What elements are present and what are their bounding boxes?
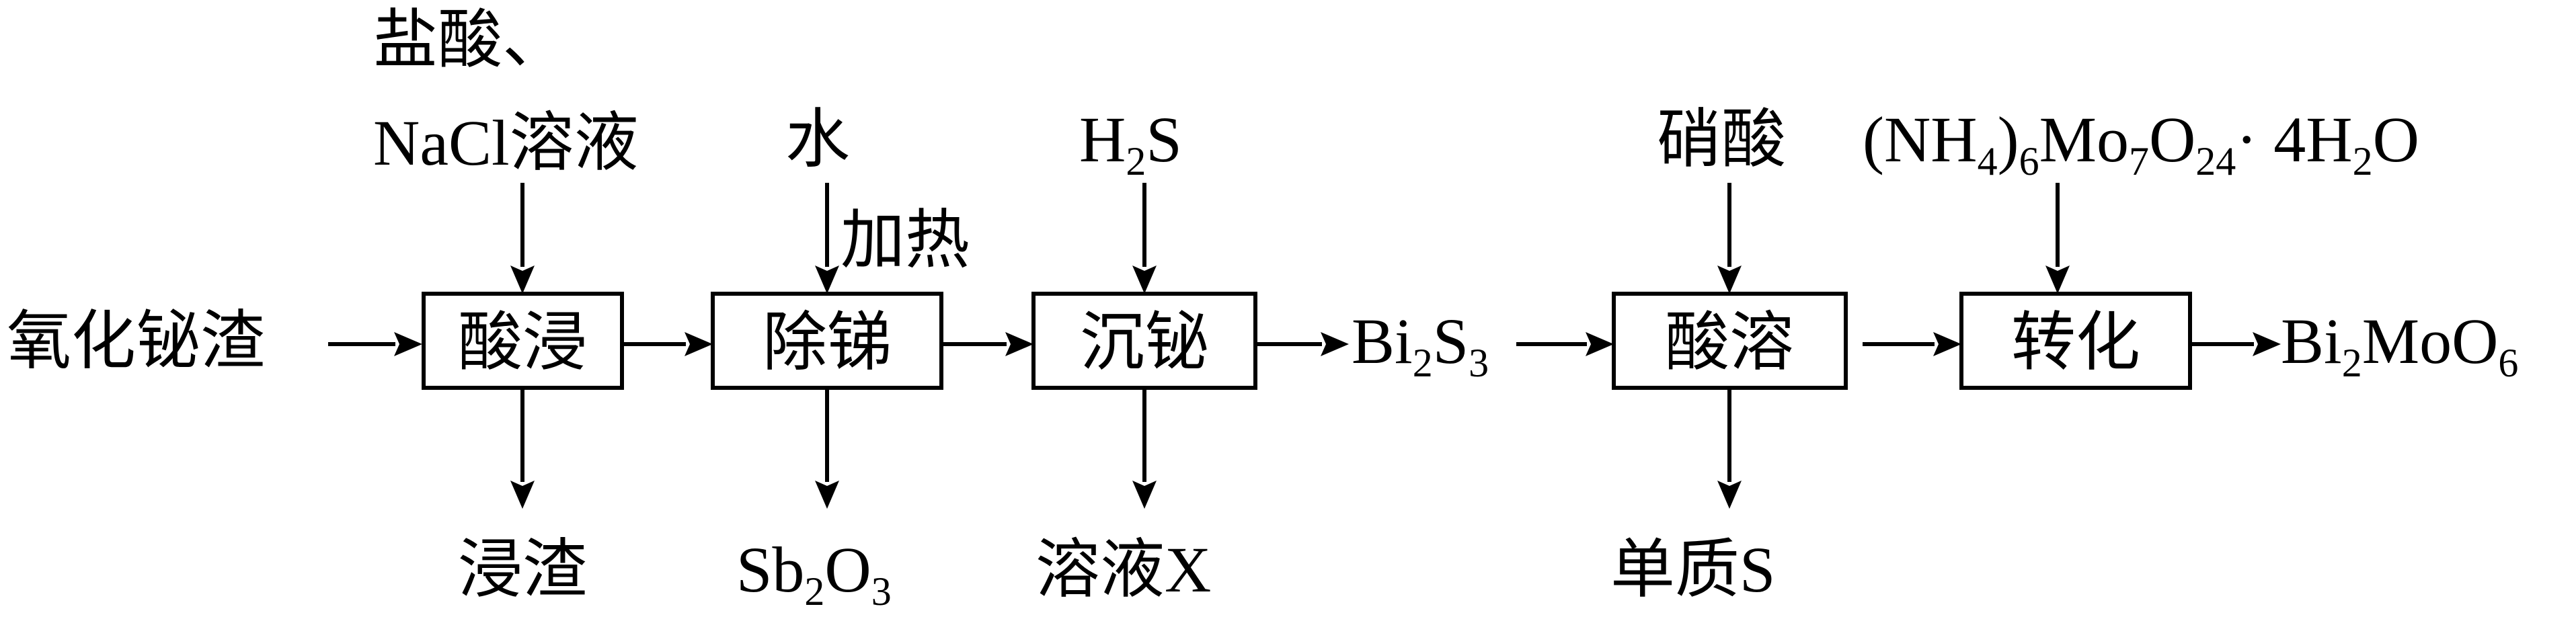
arrow-reagent-into-convert bbox=[2045, 183, 2070, 294]
input-h2s-label: H2S bbox=[1079, 104, 1182, 183]
input-nitric-acid-label: 硝酸 bbox=[1657, 104, 1786, 175]
step-convert-label: 转化 bbox=[2011, 306, 2140, 378]
step-acid-leach: 酸浸 bbox=[422, 292, 624, 390]
arrow-precip-to-bi2s3 bbox=[1255, 332, 1349, 356]
step-convert: 转化 bbox=[1959, 292, 2192, 390]
start-material-label: 氧化铋渣 bbox=[7, 305, 265, 377]
step-precip-bi-label: 沉铋 bbox=[1080, 306, 1209, 378]
arrow-leach-to-residue bbox=[510, 388, 535, 509]
step-precip-bi: 沉铋 bbox=[1031, 292, 1257, 390]
input-water-label: 水 bbox=[785, 104, 850, 175]
output-sb2o3-label: Sb2O3 bbox=[736, 534, 892, 614]
output-residue-label: 浸渣 bbox=[458, 534, 587, 606]
arrow-dissolve-to-sulfur bbox=[1717, 388, 1742, 509]
arrow-bi2s3-to-dissolve bbox=[1516, 332, 1614, 356]
arrow-remove-sb-to-precip bbox=[941, 332, 1033, 356]
arrow-remove-sb-to-sb2o3 bbox=[815, 388, 839, 509]
arrow-h2s-into-precip bbox=[1132, 183, 1157, 294]
arrow-start-to-leach bbox=[328, 332, 422, 356]
output-sulfur-label: 单质S bbox=[1610, 534, 1775, 606]
arrow-precip-to-solution-x bbox=[1132, 388, 1157, 509]
arrow-nitric-into-dissolve bbox=[1717, 183, 1742, 294]
intermediate-bi2s3-label: Bi2S3 bbox=[1352, 305, 1489, 385]
input-hcl-label: 盐酸、 bbox=[373, 4, 567, 76]
arrow-dissolve-to-convert bbox=[1863, 332, 1961, 356]
arrow-water-into-remove-sb bbox=[815, 183, 839, 294]
product-bi2moo6-label: Bi2MoO6 bbox=[2281, 305, 2518, 385]
input-ammonium-molybdate-label: (NH4)6Mo7O24· 4H2O bbox=[1863, 104, 2419, 183]
step-remove-sb: 除锑 bbox=[711, 292, 943, 390]
input-heat-label: 加热 bbox=[841, 204, 970, 276]
arrow-hcl-into-leach bbox=[510, 183, 535, 294]
step-acid-dissolve-label: 酸溶 bbox=[1665, 306, 1794, 378]
step-remove-sb-label: 除锑 bbox=[763, 306, 892, 378]
arrow-leach-to-remove-sb bbox=[622, 332, 713, 356]
output-solution-x-label: 溶液X bbox=[1036, 534, 1211, 606]
input-nacl-label: NaCl溶液 bbox=[373, 107, 639, 179]
step-acid-dissolve: 酸溶 bbox=[1612, 292, 1848, 390]
step-acid-leach-label: 酸浸 bbox=[458, 306, 587, 378]
arrow-convert-to-product bbox=[2190, 332, 2281, 356]
